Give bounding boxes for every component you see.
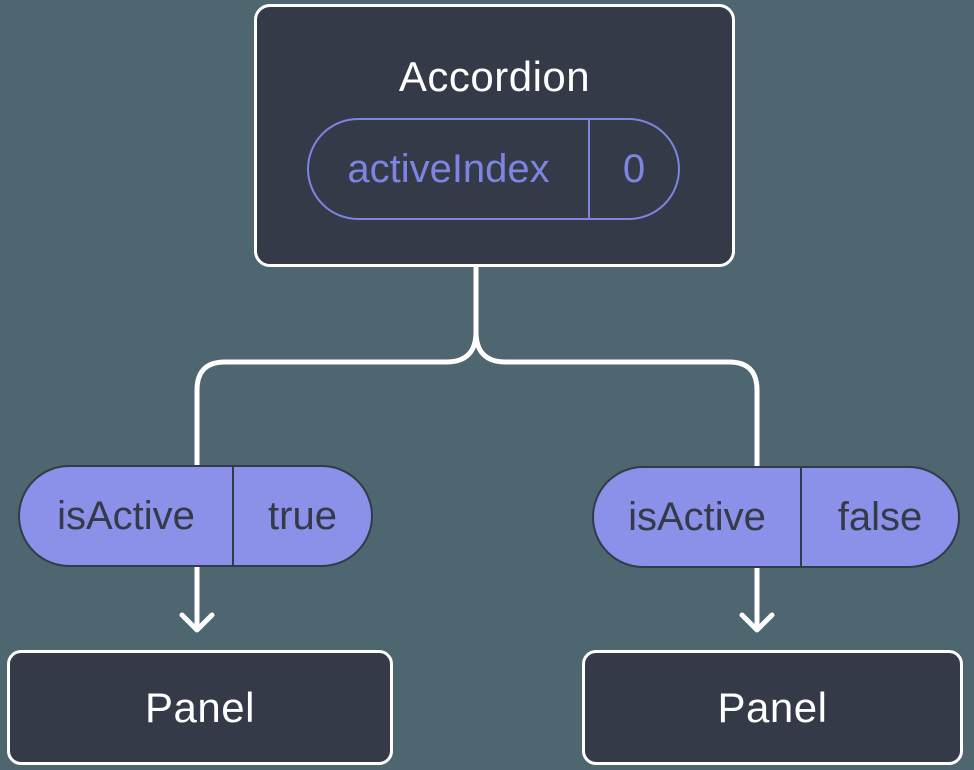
state-value-label: 0	[588, 120, 678, 218]
panel-component-box-right: Panel	[582, 650, 963, 765]
prop-name-label: isActive	[628, 494, 766, 539]
arrow-down-left-icon	[179, 612, 215, 633]
state-pill: activeIndex 0	[307, 118, 680, 220]
branch-left-connector	[194, 264, 479, 473]
prop-pill-left: isActive true	[18, 465, 373, 567]
prop-name-label: isActive	[57, 493, 195, 538]
state-name-label: activeIndex	[347, 146, 550, 191]
prop-value-label: true	[232, 467, 371, 565]
panel-component-box-left: Panel	[7, 650, 393, 765]
accordion-title: Accordion	[398, 53, 591, 100]
arrow-down-right-icon	[739, 612, 775, 633]
branch-right-connector	[473, 264, 760, 473]
prop-value-label: false	[800, 468, 958, 566]
panel-title: Panel	[145, 683, 255, 731]
panel-title: Panel	[717, 683, 828, 731]
prop-pill-right: isActive false	[592, 466, 960, 568]
